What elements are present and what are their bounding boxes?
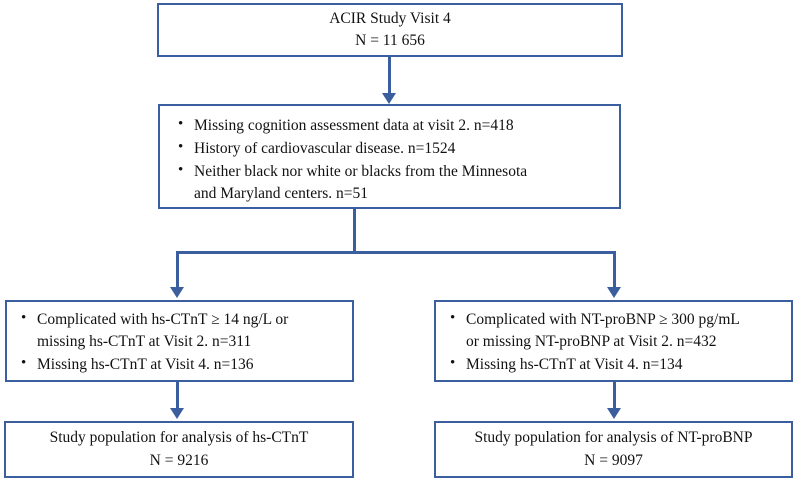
list-item: Neither black nor white or blacks from t… (172, 160, 609, 205)
exclusion-overall-1: Missing cognition assessment data at vis… (194, 117, 514, 134)
connector-branch-stem (353, 209, 356, 254)
exclusion-left-2: Missing hs-CTnT at Visit 4. n=136 (37, 356, 254, 373)
list-item: Complicated with NT-proBNP ≥ 300 pg/mL o… (444, 308, 785, 353)
exclusion-overall-3-line2: and Maryland centers. n=51 (194, 185, 369, 202)
connector-left-to-result (176, 382, 179, 410)
arrowhead-cohort-to-exclusions (382, 93, 396, 104)
connector-right-to-result (613, 382, 616, 410)
result-right-count: N = 9097 (584, 451, 643, 469)
exclusion-right-2: Missing hs-CTnT at Visit 4. n=134 (466, 356, 683, 373)
exclusions-overall-list: Missing cognition assessment data at vis… (172, 114, 609, 205)
connector-branch-right-drop (613, 251, 616, 289)
arrowhead-branch-right (607, 287, 621, 298)
arrowhead-right-result (607, 408, 621, 419)
exclusions-left-list: Complicated with hs-CTnT ≥ 14 ng/L or mi… (15, 308, 346, 376)
exclusions-right-list: Complicated with NT-proBNP ≥ 300 pg/mL o… (444, 308, 785, 376)
cohort-count: N = 11 656 (355, 32, 425, 49)
node-cohort: ACIR Study Visit 4 N = 11 656 (157, 3, 623, 57)
cohort-title: ACIR Study Visit 4 (329, 9, 451, 27)
exclusion-overall-2: History of cardiovascular disease. n=152… (194, 140, 456, 157)
list-item: History of cardiovascular disease. n=152… (172, 137, 609, 160)
arrowhead-branch-left (170, 287, 184, 298)
list-item: Missing hs-CTnT at Visit 4. n=136 (15, 353, 346, 376)
list-item: Missing cognition assessment data at vis… (172, 114, 609, 137)
exclusion-left-1-line1: Complicated with hs-CTnT ≥ 14 ng/L or (37, 311, 289, 328)
node-exclusions-overall: Missing cognition assessment data at vis… (158, 104, 621, 209)
exclusion-right-1-line2: or missing NT-proBNP at Visit 2. n=432 (466, 333, 717, 350)
result-right-label: Study population for analysis of NT-proB… (474, 429, 753, 447)
connector-branch-left-drop (176, 251, 179, 289)
exclusion-left-1-line2: missing hs-CTnT at Visit 2. n=311 (37, 333, 252, 350)
node-exclusions-hsctnt: Complicated with hs-CTnT ≥ 14 ng/L or mi… (5, 300, 354, 382)
node-exclusions-ntprobnp: Complicated with NT-proBNP ≥ 300 pg/mL o… (434, 300, 793, 382)
connector-cohort-to-exclusions (388, 57, 391, 95)
connector-branch-bar (176, 251, 616, 254)
result-left-label: Study population for analysis of hs-CTnT (49, 429, 309, 447)
node-result-hsctnt: Study population for analysis of hs-CTnT… (4, 421, 354, 478)
exclusion-right-1-line1: Complicated with NT-proBNP ≥ 300 pg/mL (466, 311, 740, 328)
result-left-count: N = 9216 (149, 451, 209, 469)
arrowhead-left-result (170, 408, 184, 419)
list-item: Missing hs-CTnT at Visit 4. n=134 (444, 353, 785, 376)
node-result-ntprobnp: Study population for analysis of NT-proB… (434, 421, 793, 478)
exclusion-overall-3-line1: Neither black nor white or blacks from t… (194, 163, 528, 180)
list-item: Complicated with hs-CTnT ≥ 14 ng/L or mi… (15, 308, 346, 353)
